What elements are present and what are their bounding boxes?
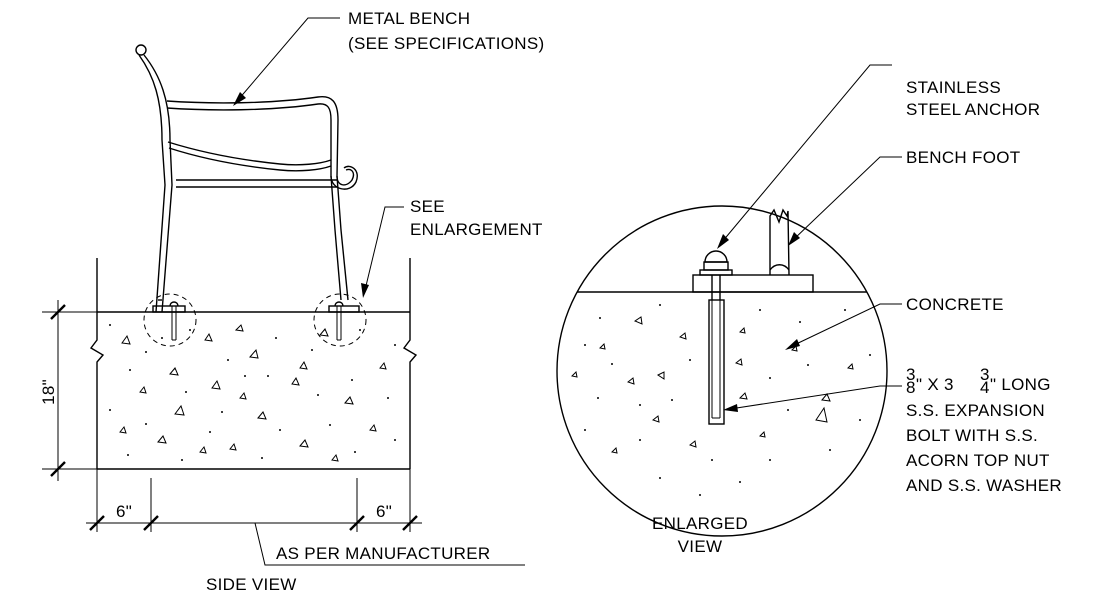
bolt-size-mid: " X 3 xyxy=(916,375,954,394)
bolt-line-3: BOLT WITH S.S. xyxy=(906,426,1038,445)
enlargement-circle-right xyxy=(313,293,367,347)
label-18in: 18" xyxy=(39,379,58,405)
bolt-fraction-b-num: 3 xyxy=(980,365,990,384)
bolt-fraction-a-num: 3 xyxy=(906,365,916,384)
bolt-fraction-a-den: 8 xyxy=(906,378,916,397)
concrete-slab xyxy=(89,258,418,470)
enlarged-circle xyxy=(556,205,888,537)
label-enlarged: ENLARGED xyxy=(652,514,748,533)
label-stainless: STAINLESS xyxy=(906,78,1001,97)
enlarged-view: STAINLESS STEEL ANCHOR BENCH FOOT CONCRE… xyxy=(556,64,1062,556)
label-see: SEE xyxy=(410,197,445,216)
concrete-aggregate xyxy=(109,324,396,462)
label-6in-right: 6" xyxy=(376,502,392,521)
label-see-specifications: (SEE SPECIFICATIONS) xyxy=(348,34,545,53)
side-view: METAL BENCH (SEE SPECIFICATIONS) SEE ENL… xyxy=(39,9,545,594)
bolt-size-end: " LONG xyxy=(990,375,1051,394)
label-concrete: CONCRETE xyxy=(906,295,1004,314)
bolt-line-5: AND S.S. WASHER xyxy=(906,476,1062,495)
enlargement-circle-left xyxy=(143,293,197,347)
dimension-height: 18" xyxy=(39,300,97,481)
label-as-per-manufacturer: AS PER MANUFACTURER xyxy=(276,544,490,563)
bench-foot xyxy=(692,208,814,293)
label-bolt-description: 3 8 " X 3 3 4 " LONG S.S. EXPANSION BOLT… xyxy=(906,365,1062,495)
label-side-view: SIDE VIEW xyxy=(206,575,297,594)
label-metal-bench: METAL BENCH xyxy=(348,9,470,28)
bolt-line-4: ACORN TOP NUT xyxy=(906,451,1050,470)
label-steel-anchor: STEEL ANCHOR xyxy=(906,100,1040,119)
label-bench-foot: BENCH FOOT xyxy=(906,148,1020,167)
label-view: VIEW xyxy=(678,537,723,556)
label-enlargement: ENLARGEMENT xyxy=(410,220,543,239)
bolt-fraction-b-den: 4 xyxy=(980,378,990,397)
dimension-bottom: 6" 6" AS PER MANUFACTURER xyxy=(86,469,525,566)
metal-bench xyxy=(135,44,360,341)
bolt-line-2: S.S. EXPANSION xyxy=(906,401,1045,420)
stainless-steel-anchor xyxy=(699,250,733,425)
enlarged-aggregate xyxy=(569,304,871,496)
label-6in-left: 6" xyxy=(116,502,132,521)
